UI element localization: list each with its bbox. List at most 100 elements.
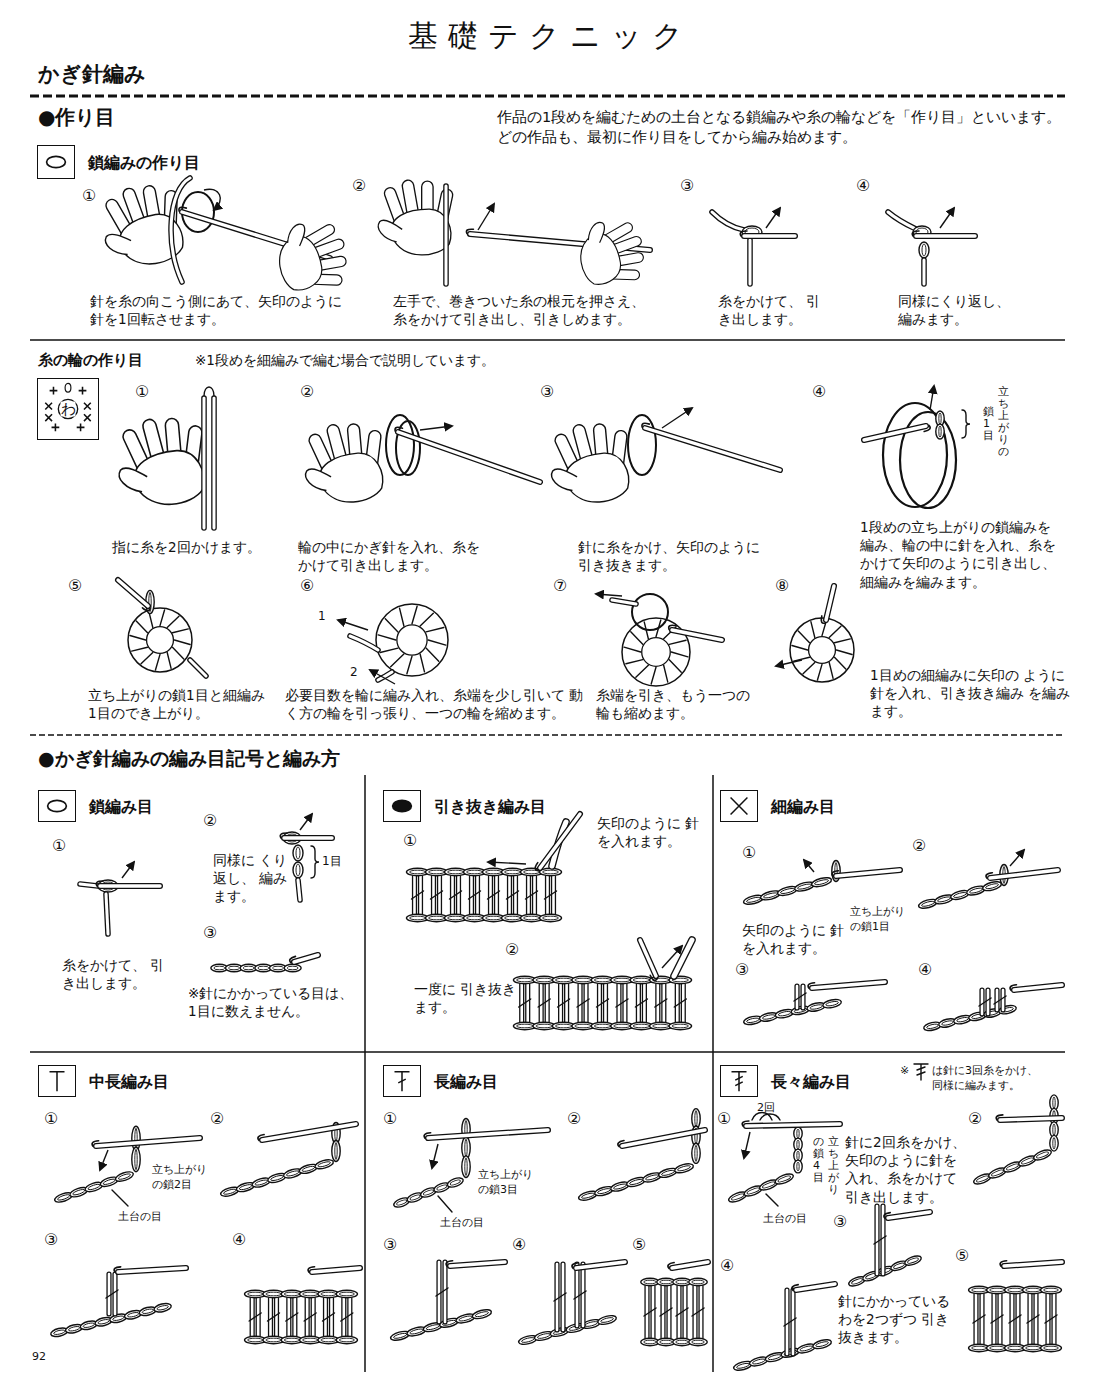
chain-link — [778, 1011, 791, 1017]
caption-text: 1段めの立ち上がりの鎖編みを 編み、輪の中に針を入れ、糸を かけて矢印のように引… — [860, 518, 1062, 591]
thumb — [118, 463, 151, 496]
arrow — [804, 860, 814, 872]
stitch-post — [981, 990, 984, 1014]
caption-text: ※針にかかっている目は、 1目に数えません。 — [188, 984, 360, 1020]
chain-link — [762, 1181, 776, 1189]
stitch-wrap — [412, 891, 424, 899]
step-number: ④ — [232, 1230, 246, 1249]
caption-text: 糸をかけて、 引き出します。 — [718, 292, 822, 328]
chain-link — [969, 887, 983, 894]
stitch-spoke — [130, 635, 146, 640]
stitch-symbol — [735, 1076, 743, 1085]
stitch-spoke — [385, 619, 398, 632]
stitch-post — [495, 876, 498, 914]
caption-text: 立ち上がり の鎖1目 — [850, 905, 911, 935]
hook-tip — [466, 229, 473, 234]
chain-link — [409, 916, 425, 920]
yarn-strand — [171, 178, 190, 282]
symbol-art — [39, 1066, 75, 1096]
stitch-post — [419, 876, 422, 914]
stitch-wrap — [538, 999, 550, 1007]
caption-text: 針に糸をかけ、矢印のように 引き抜きます。 — [578, 538, 766, 574]
stitch-post — [786, 1290, 789, 1354]
caption-text: 左手で、巻きついた糸の根元を押さえ、 糸をかけて引き出し、引きしめます。 — [393, 292, 651, 328]
chain-link — [157, 1305, 169, 1311]
dashed-rule — [30, 95, 1065, 98]
stitch-spoke — [829, 662, 833, 678]
chain-link — [614, 1024, 631, 1028]
step-number: ① — [135, 382, 149, 401]
stitch-post — [306, 1298, 309, 1336]
step-number: ② — [567, 1109, 581, 1128]
caption-text: 必要目数を輪に編み入れ、糸端を少し引いて 動く方の輪を引っ張り、一つの輪を縮めま… — [285, 686, 585, 722]
stitch-post — [451, 876, 454, 914]
yarn-strand — [350, 636, 378, 650]
stitch-symbol — [50, 387, 58, 395]
hook-tip — [669, 625, 676, 629]
stitch-spoke — [412, 606, 417, 624]
stitch-post — [559, 984, 562, 1022]
chain-link — [597, 1188, 611, 1195]
stitch-wrap — [558, 999, 570, 1007]
hook-tip — [986, 873, 992, 879]
yarn-strand — [80, 884, 98, 886]
stitch-wrap — [323, 1313, 335, 1321]
hand — [371, 173, 464, 263]
bracket — [962, 410, 970, 438]
chain-link — [613, 1183, 627, 1190]
stitch-post — [514, 876, 517, 914]
stitch-post — [312, 1298, 315, 1336]
chain-link — [904, 1254, 923, 1267]
caption-text: 1目 — [322, 853, 342, 869]
chain-link — [689, 1278, 708, 1286]
chain-link — [653, 1024, 670, 1028]
chain-link — [797, 1151, 799, 1160]
chain-link — [135, 1149, 137, 1169]
ring-symbol-box: わ — [37, 378, 99, 440]
stitch-symbol — [732, 1072, 747, 1092]
thumb — [550, 464, 580, 494]
stitch-spoke — [380, 648, 398, 652]
chain-link — [746, 896, 761, 903]
thumb — [304, 464, 334, 494]
chain-link — [523, 916, 539, 920]
yarn-strand — [211, 398, 217, 528]
stitch-post — [643, 984, 646, 1022]
stitch-post — [585, 984, 588, 1022]
chain-link — [614, 978, 631, 982]
chain-link — [672, 1024, 689, 1028]
crochet-hook — [746, 1124, 840, 1126]
stitch-wrap — [554, 1293, 566, 1301]
hook-tip — [258, 1135, 264, 1141]
hook-tip — [740, 231, 747, 236]
chain-link — [575, 978, 592, 982]
stitch-spoke — [834, 657, 845, 669]
arrow — [420, 426, 452, 430]
hook-tip — [395, 427, 402, 431]
yarn-strand — [298, 880, 300, 900]
chain-link — [536, 1024, 553, 1028]
step-number: ② — [912, 836, 926, 855]
chain-link — [504, 916, 520, 920]
chain-link — [1053, 1097, 1055, 1109]
yarn-strand — [171, 178, 190, 282]
arrow — [300, 814, 312, 830]
chain-link — [118, 1173, 131, 1180]
chain-link — [762, 1014, 775, 1020]
chain-link — [466, 870, 482, 874]
stitch-post — [438, 876, 441, 914]
stitch-wrap — [341, 1313, 353, 1321]
leader-line — [112, 1190, 128, 1206]
hook-tip — [912, 231, 919, 236]
chain-link — [471, 1308, 492, 1320]
chain-link — [266, 1292, 281, 1296]
caption-text: 土台の目 — [763, 1212, 807, 1227]
chain-link — [752, 1358, 766, 1365]
stitch-spoke — [671, 652, 688, 657]
stitch-post — [1017, 1294, 1020, 1344]
stitch-post — [694, 1286, 697, 1338]
stitch-post — [540, 984, 543, 1022]
chain-link — [768, 1354, 782, 1361]
dashed-rule — [30, 734, 1065, 736]
chain-link — [937, 896, 951, 903]
